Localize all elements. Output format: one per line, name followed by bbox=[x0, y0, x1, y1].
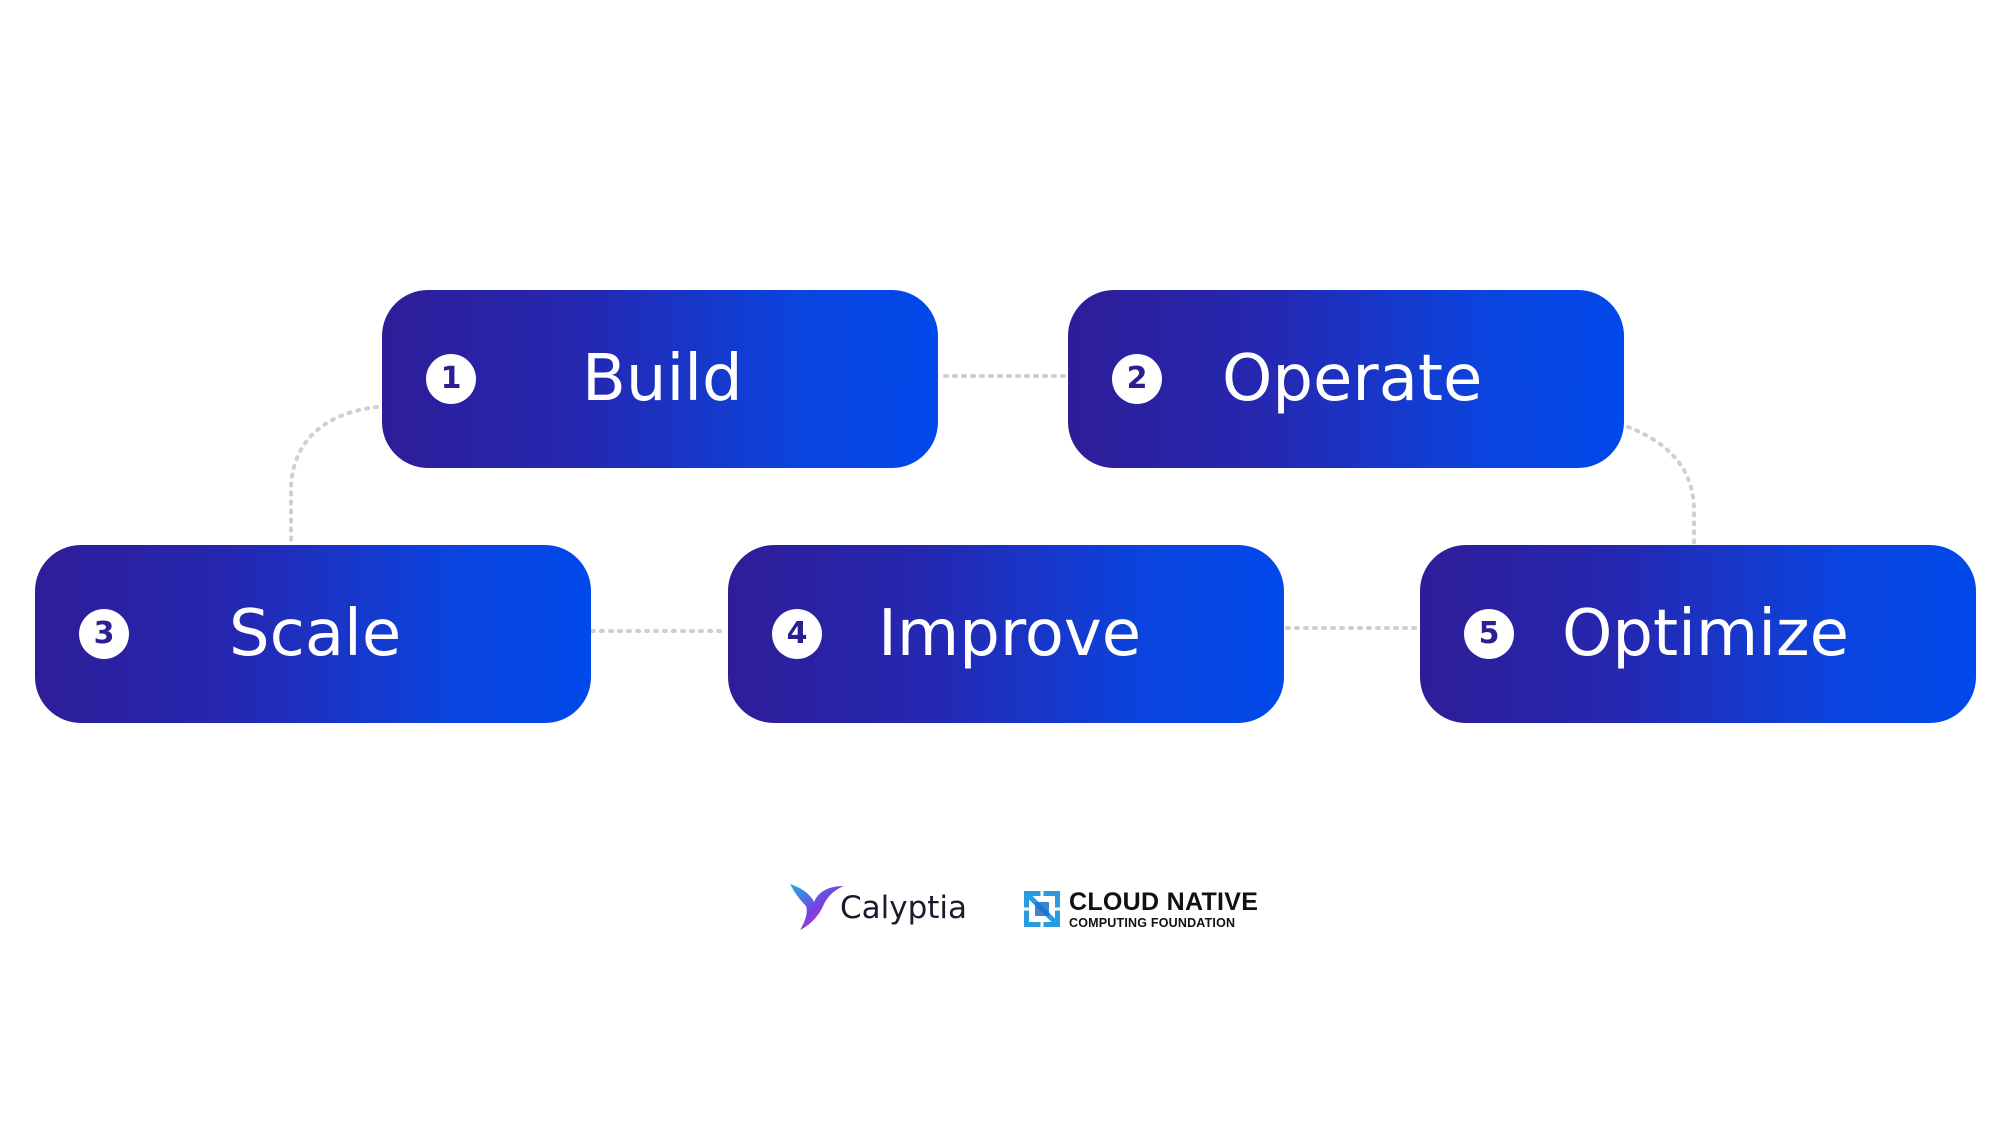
connector-operate-optimize bbox=[1626, 425, 1696, 547]
step-build: 1 Build bbox=[382, 290, 938, 468]
calyptia-bird-icon bbox=[790, 884, 844, 930]
cncf-icon bbox=[1024, 891, 1060, 927]
step-number-badge: 3 bbox=[79, 609, 129, 659]
step-number-badge: 1 bbox=[426, 354, 476, 404]
cncf-wordmark-line1: CLOUD NATIVE bbox=[1069, 888, 1259, 916]
step-optimize: 5 Optimize bbox=[1420, 545, 1976, 723]
step-operate: 2 Operate bbox=[1068, 290, 1624, 468]
step-improve: 4 Improve bbox=[728, 545, 1284, 723]
step-label: Optimize bbox=[1562, 597, 1849, 671]
step-label: Build bbox=[582, 342, 743, 416]
step-label: Scale bbox=[229, 597, 402, 671]
step-number-badge: 4 bbox=[772, 609, 822, 659]
step-number-badge: 5 bbox=[1464, 609, 1514, 659]
partner-logos: Calyptia CLOUD NATIVE COMPUTING FOUNDATI… bbox=[0, 880, 1999, 940]
calyptia-wordmark: Calyptia bbox=[840, 890, 968, 926]
connector-build-scale bbox=[289, 405, 379, 547]
cncf-wordmark-line2: COMPUTING FOUNDATION bbox=[1069, 916, 1236, 930]
step-label: Operate bbox=[1222, 342, 1483, 416]
step-scale: 3 Scale bbox=[35, 545, 591, 723]
step-number-badge: 2 bbox=[1112, 354, 1162, 404]
step-label: Improve bbox=[878, 597, 1142, 671]
